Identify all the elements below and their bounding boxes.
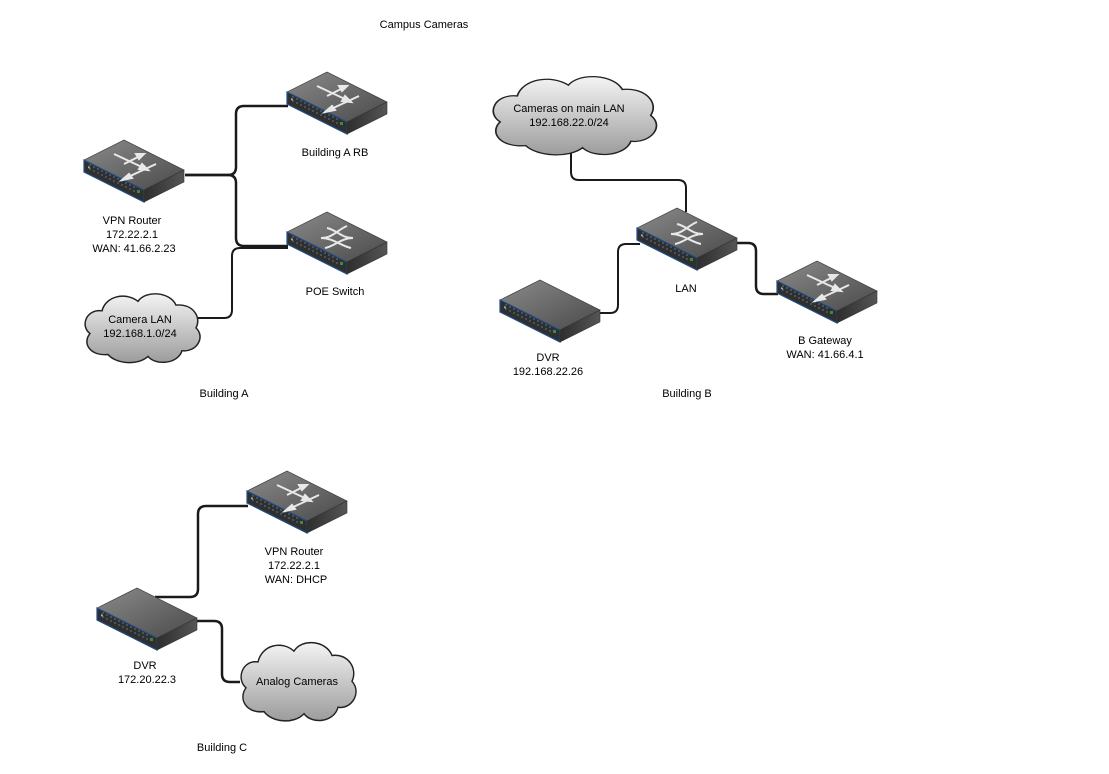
- dvr-b[interactable]: [499, 279, 601, 343]
- building-a-label: Building A: [200, 388, 250, 400]
- camera-lan-name: Camera LAN: [108, 314, 172, 326]
- building-a-rb-name: Building A RB: [302, 147, 369, 159]
- link-vpn-to-rb: [185, 104, 288, 177]
- building-a-rb-router[interactable]: [286, 71, 388, 135]
- analog-cameras-name: Analog Cameras: [256, 676, 338, 688]
- link-dvr-to-vpn-c: [155, 504, 248, 599]
- b-gateway-wan: WAN: 41.66.4.1: [786, 349, 863, 361]
- vpn-router-a-wan: WAN: 41.66.2.23: [92, 243, 175, 255]
- lan-switch-name: LAN: [675, 283, 696, 295]
- poe-switch-name: POE Switch: [306, 286, 365, 298]
- vpn-router-c[interactable]: [246, 470, 348, 534]
- dvr-b-ip: 192.168.22.26: [513, 366, 583, 378]
- main-lan-name: Cameras on main LAN: [513, 103, 624, 115]
- link-dvr-to-analog: [195, 619, 240, 684]
- link-lan-to-gateway: [736, 241, 778, 296]
- main-lan-cloud[interactable]: [492, 75, 658, 156]
- link-dvr-to-lan: [598, 243, 640, 314]
- building-b-group: Cameras on main LAN 192.168.22.0/24 LAN …: [492, 75, 878, 400]
- vpn-router-a-ip: 172.22.2.1: [106, 229, 158, 241]
- building-c-label: Building C: [197, 742, 247, 754]
- dvr-c-name: DVR: [133, 660, 156, 672]
- link-vpn-to-poe: [185, 173, 288, 248]
- diagram-title: Campus Cameras: [380, 19, 469, 31]
- vpn-router-a[interactable]: [83, 139, 185, 203]
- lan-switch[interactable]: [636, 207, 738, 271]
- vpn-router-c-ip: 172.22.2.1: [268, 560, 320, 572]
- building-a-group: VPN Router 172.22.2.1 WAN: 41.66.2.23 Bu…: [83, 71, 388, 400]
- b-gateway-router[interactable]: [776, 260, 878, 324]
- building-b-label: Building B: [662, 388, 712, 400]
- building-c-group: VPN Router 172.22.2.1 WAN: DHCP DVR 172.…: [96, 470, 357, 754]
- link-mainlan-to-lan: [570, 150, 687, 212]
- main-lan-subnet: 192.168.22.0/24: [529, 117, 609, 129]
- vpn-router-a-name: VPN Router: [103, 215, 162, 227]
- vpn-router-c-name: VPN Router: [265, 546, 324, 558]
- vpn-router-c-wan: WAN: DHCP: [265, 574, 328, 586]
- dvr-b-name: DVR: [536, 352, 559, 364]
- dvr-c-ip: 172.20.22.3: [118, 674, 176, 686]
- link-camlan-to-poe: [198, 247, 288, 319]
- b-gateway-name: B Gateway: [798, 335, 852, 347]
- poe-switch[interactable]: [286, 211, 388, 275]
- camera-lan-subnet: 192.168.1.0/24: [103, 328, 176, 340]
